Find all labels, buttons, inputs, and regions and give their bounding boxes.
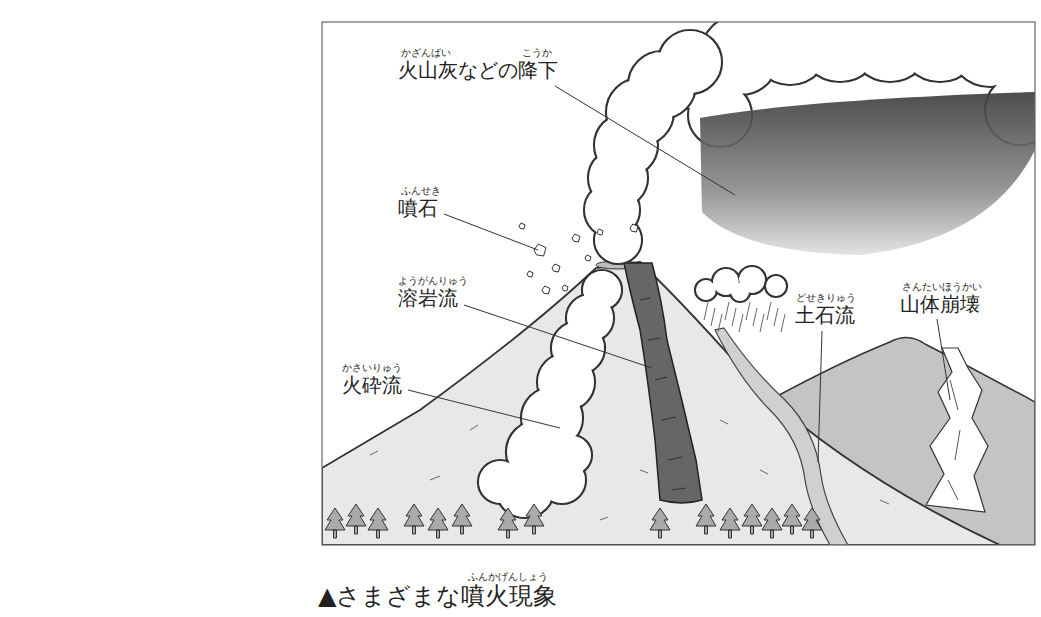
part-label: 噴石 [398, 198, 438, 218]
volcanic-bomb [630, 224, 638, 232]
tree [802, 508, 822, 538]
rain [739, 314, 743, 332]
part-label: 土石流 [795, 305, 855, 325]
furigana: こうか [522, 48, 552, 58]
rain [718, 314, 722, 332]
tree [368, 508, 388, 538]
leader-line [408, 390, 560, 428]
landslide [926, 348, 988, 512]
volcanic-bomb [534, 244, 546, 256]
pyroclastic-flow [478, 270, 622, 518]
rain [704, 302, 708, 320]
tree [762, 508, 782, 538]
rain [760, 314, 764, 332]
frame-border [322, 22, 1035, 545]
volcanic-bomb [542, 286, 550, 294]
part-label: 溶岩流 [398, 288, 458, 308]
leader-line [818, 331, 822, 462]
ash-shadow [700, 92, 1035, 255]
part-label: 山体崩壊 [900, 294, 980, 314]
leader-line [464, 305, 652, 368]
rain [774, 308, 778, 326]
tree [524, 504, 544, 534]
tree [720, 508, 740, 538]
tree [325, 508, 345, 538]
rain [753, 308, 757, 326]
tree [428, 508, 448, 538]
pyroclastic-flow-fill [479, 461, 520, 502]
volcanic-bomb [552, 264, 560, 272]
rain [746, 302, 750, 320]
furigana: どせきりゅう [796, 293, 856, 303]
volcanic-bomb [597, 229, 603, 235]
volcanic-bomb [527, 271, 533, 277]
rain [781, 314, 785, 332]
tree [650, 508, 670, 538]
leader-line [937, 319, 950, 400]
volcano-body [322, 262, 1000, 545]
lava-flow [624, 263, 702, 503]
furigana: さんたいほうかい [902, 282, 982, 292]
rain-cloud [695, 266, 787, 302]
leader-line [444, 214, 538, 250]
frame-ground [322, 22, 1035, 545]
tree [346, 504, 366, 534]
furigana: かさいりゅう [342, 363, 402, 373]
lava-texture [640, 298, 686, 490]
volcanic-bomb [562, 285, 568, 291]
rain-cloud-fill [696, 280, 715, 299]
rain [725, 302, 729, 320]
figure-caption: ▲さまざまな噴火現象 [318, 584, 557, 608]
tree [452, 504, 472, 534]
tree [696, 504, 716, 534]
tree [404, 504, 424, 534]
furigana: ふんかげんしょう [468, 572, 548, 582]
rain [767, 302, 771, 320]
eruption-column-fill [659, 31, 720, 92]
rain [732, 308, 736, 326]
volcanic-bomb [519, 223, 525, 229]
rain-cloud-fill [766, 276, 785, 295]
part-label: 火砕流 [342, 375, 402, 395]
volcanic-bomb [585, 255, 591, 261]
tree [742, 504, 762, 534]
rain-cloud-fill [731, 283, 748, 300]
scene [322, 22, 1035, 545]
lahar [715, 328, 848, 545]
tree [782, 504, 802, 534]
tree [498, 508, 518, 538]
leader-line [555, 86, 735, 195]
rain-cloud-outline [765, 275, 787, 297]
furigana: かざんばい [401, 48, 451, 58]
furigana: ようがんりゅう [398, 276, 468, 286]
rain [711, 308, 715, 326]
part-label: 火山灰などの降下 [398, 60, 558, 80]
furigana: ふんせき [401, 186, 441, 196]
pyroclastic-flow-fill [553, 436, 590, 473]
eruption-column [584, 30, 722, 264]
volcanic-bomb [572, 234, 580, 242]
